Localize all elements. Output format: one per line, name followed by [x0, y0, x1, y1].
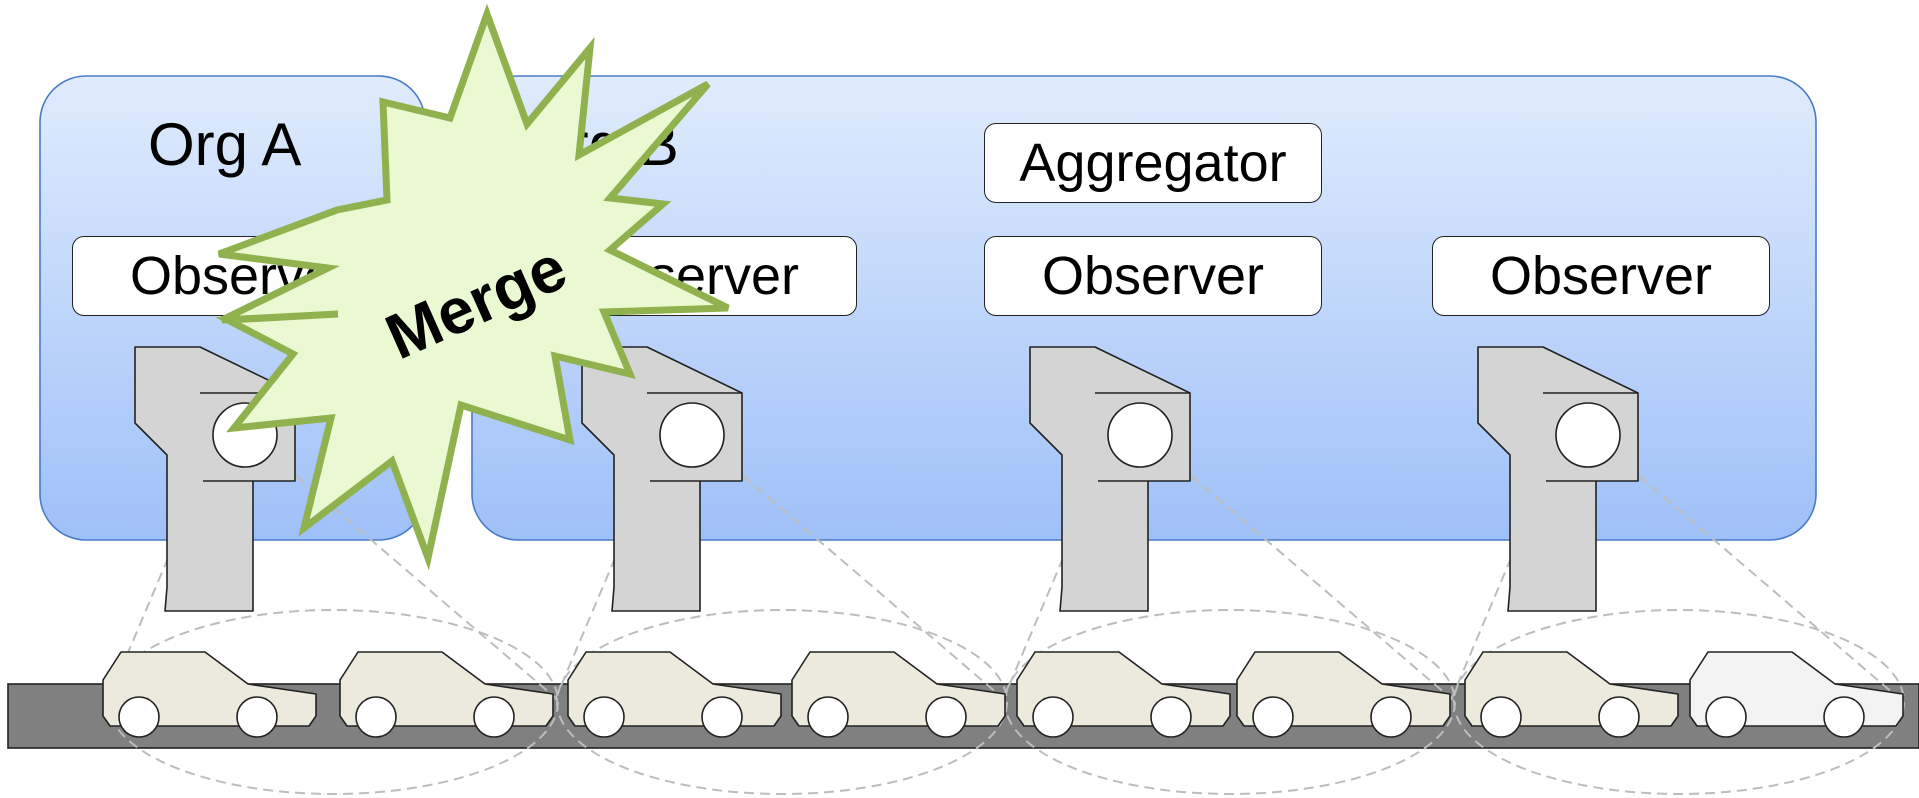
car-icon	[1689, 651, 1904, 738]
car-icon	[1016, 651, 1231, 738]
car-icon	[567, 651, 782, 738]
coverage-ellipse	[556, 609, 1008, 795]
car-icon	[102, 651, 317, 738]
observer-box-4: Observer	[1432, 236, 1770, 316]
view-lines	[107, 439, 1902, 701]
org-a-label: Org A	[148, 111, 302, 178]
coverage-ellipse	[1453, 609, 1905, 795]
car-icon	[1464, 651, 1679, 738]
observer-box-3: Observer	[984, 236, 1322, 316]
camera-icon	[1477, 346, 1639, 612]
camera-icon	[581, 346, 743, 612]
aggregator-box: Aggregator	[984, 123, 1322, 203]
car-icon	[791, 651, 1006, 738]
merge-burst	[215, 3, 730, 571]
car-icon	[1236, 651, 1451, 738]
camera-icon	[1029, 346, 1191, 612]
car-icon	[339, 651, 554, 738]
